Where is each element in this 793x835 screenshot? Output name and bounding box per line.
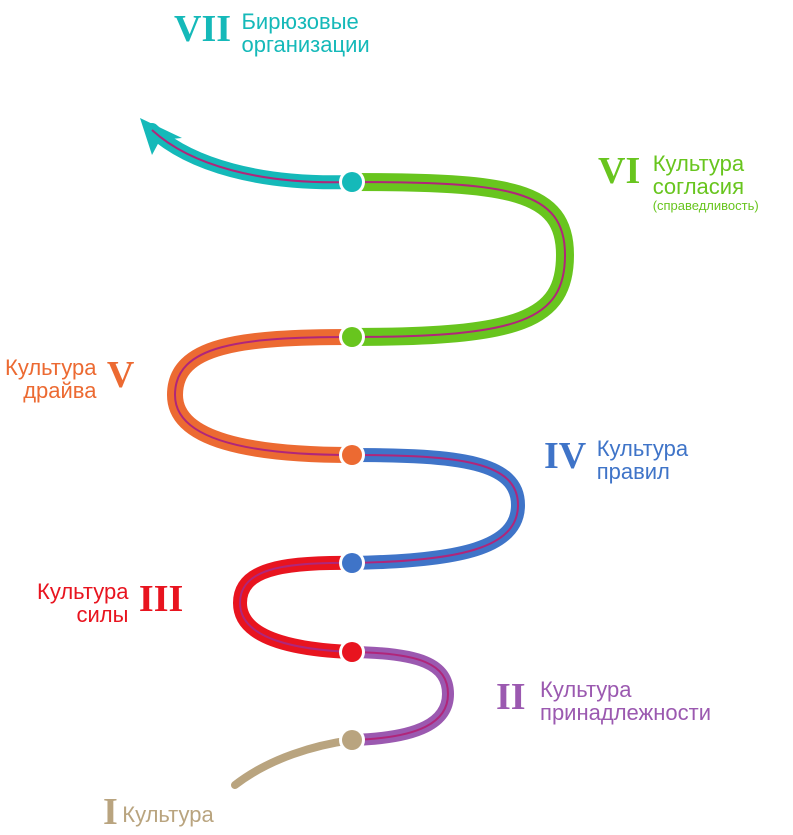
stage-dot-2	[339, 639, 365, 665]
stage-numeral: V	[106, 354, 135, 396]
stage-title-line: силы	[76, 602, 129, 627]
stage-label-1: I Культура	[103, 793, 214, 831]
stage-numeral: I	[103, 791, 118, 833]
stage-title-line: Культура	[652, 151, 745, 176]
stage-title-line: драйва	[23, 378, 97, 403]
stage-title-line: Культура	[122, 802, 214, 827]
stage-title-line: правил	[596, 459, 670, 484]
stage-label-6: VI Культура согласия (справедливость)	[598, 152, 759, 214]
stage-note: (справедливость)	[652, 198, 759, 213]
stage-label-2: II Культура принадлежности	[496, 678, 711, 724]
stage-numeral: IV	[544, 435, 587, 477]
stage-numeral: VII	[174, 8, 232, 50]
stage-title-line: организации	[241, 32, 370, 57]
stage-label-7: VII Бирюзовые организации	[174, 10, 370, 56]
segment-stage-4	[345, 448, 526, 570]
segment-stage-2	[346, 646, 455, 746]
stage-title-line: Бирюзовые	[241, 9, 359, 34]
stage-dot-5	[339, 324, 365, 350]
segment-stage-1	[231, 736, 356, 789]
stage-title-line: Культура	[540, 677, 632, 702]
stage-numeral: III	[138, 578, 184, 620]
stage-dot-4	[339, 442, 365, 468]
segment-stage-6	[343, 173, 575, 346]
stage-label-5: Культура драйва V	[5, 356, 134, 402]
stage-dot-6	[339, 169, 365, 195]
stage-dot-1	[339, 727, 365, 753]
stage-title-line: согласия	[652, 174, 744, 199]
stage-label-3: Культура силы III	[37, 580, 183, 626]
stage-title-line: принадлежности	[540, 700, 711, 725]
stage-numeral: II	[496, 676, 526, 718]
stage-title-line: Культура	[596, 436, 689, 461]
stage-title-line: Культура	[5, 355, 97, 380]
stage-label-4: IV Культура правил	[544, 437, 688, 483]
stage-numeral: VI	[598, 150, 641, 192]
stage-dot-3	[339, 550, 365, 576]
stage-title-line: Культура	[37, 579, 129, 604]
